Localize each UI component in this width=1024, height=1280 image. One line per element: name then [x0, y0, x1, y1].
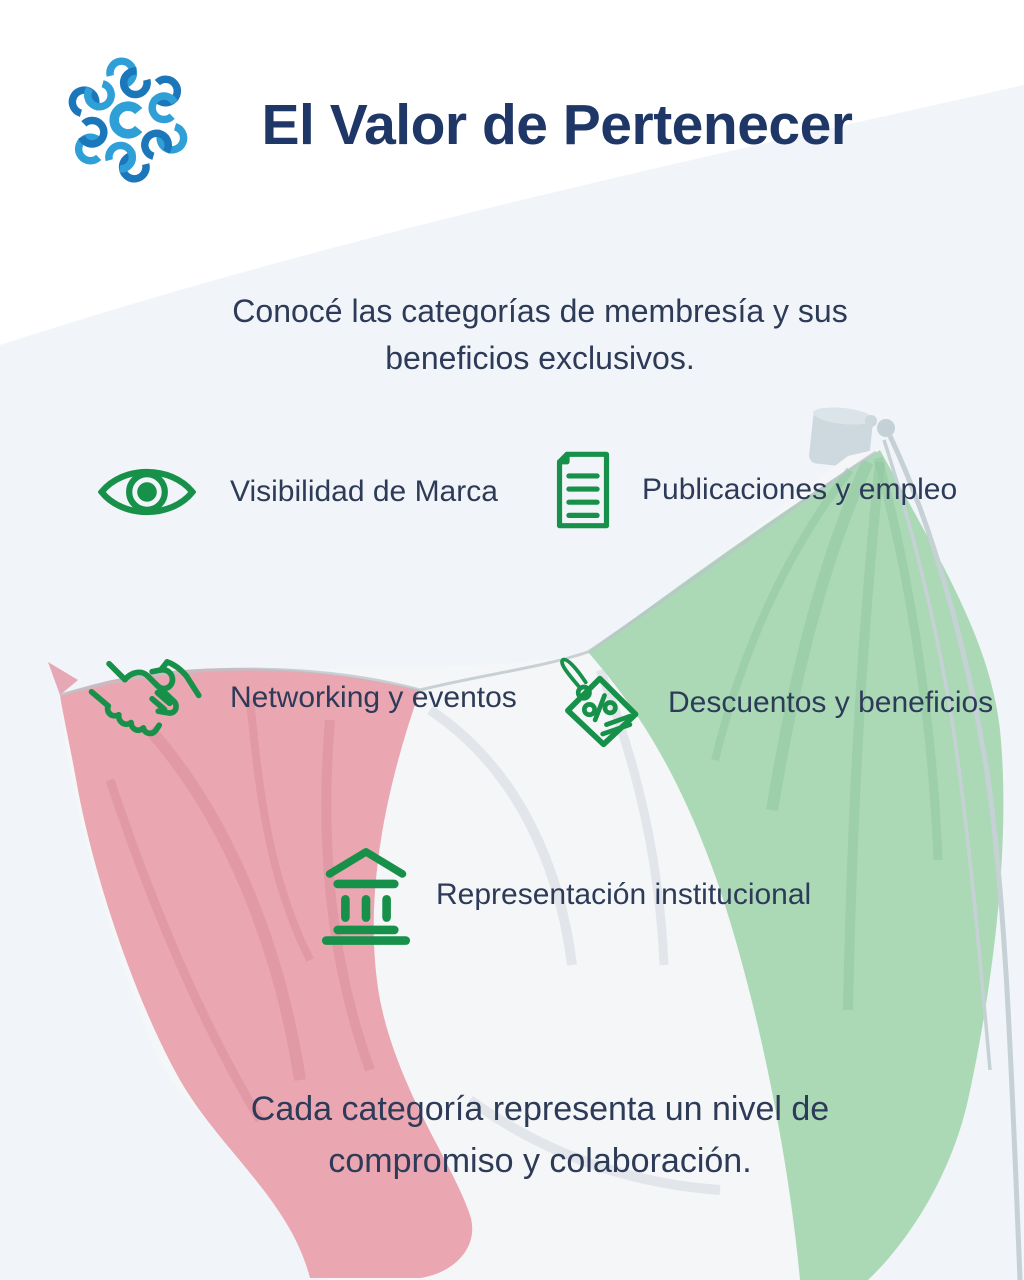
interlocking-links-logo	[64, 56, 192, 184]
subtitle: Conocé las categorías de membresía y sus…	[28, 288, 1024, 382]
benefit-label: Networking y eventos	[230, 681, 517, 714]
flag-ropes	[882, 434, 1023, 1280]
benefit-label: Representación institucional	[436, 878, 812, 911]
footer-line-2: compromiso y colaboración.	[328, 1142, 752, 1180]
benefit-label: Publicaciones y empleo	[642, 473, 958, 506]
benefit-item-visibilidad: Visibilidad de Marca	[98, 458, 498, 526]
flag-red-stripe	[60, 668, 473, 1278]
benefit-item-descuentos: Descuentos y beneficios	[550, 655, 993, 751]
bank-icon	[321, 848, 411, 945]
price-tag-icon	[560, 657, 639, 748]
benefit-item-publicaciones: Publicaciones y empleo	[552, 450, 957, 530]
footer-text: Cada categoría representa un nivel de co…	[28, 1083, 1024, 1187]
document-icon	[556, 451, 610, 529]
center-c-mark	[109, 101, 143, 139]
subtitle-line-2: beneficios exclusivos.	[385, 340, 695, 376]
benefit-item-representacion: Representación institucional	[320, 845, 811, 945]
subtitle-line-1: Conocé las categorías de membresía y sus	[232, 293, 848, 329]
footer-line-1: Cada categoría representa un nivel de	[250, 1090, 830, 1128]
benefit-item-networking: Networking y eventos	[88, 652, 517, 744]
flagpole	[809, 407, 895, 469]
benefit-label: Visibilidad de Marca	[230, 475, 498, 508]
benefit-label: Descuentos y beneficios	[668, 686, 994, 719]
handshake-icon	[88, 659, 202, 737]
flag-green-stripe	[588, 450, 1004, 1280]
flag-top-seam	[59, 450, 877, 697]
eye-icon	[98, 469, 196, 515]
page-title: El Valor de Pertenecer	[261, 93, 853, 157]
